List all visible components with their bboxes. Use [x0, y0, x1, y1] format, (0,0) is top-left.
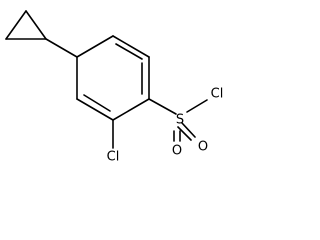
oxygen-lower-label: O	[172, 144, 182, 159]
cyclopropyl-group	[5, 10, 47, 40]
sulfur-oxygen-upper-bond-a	[177, 126, 192, 141]
ring-sulfur-bond	[148, 98, 177, 115]
ring-bond-2	[112, 35, 150, 58]
benzene-ring	[76, 35, 150, 121]
ring-double-bond-top	[115, 43, 143, 60]
oxygen-upper-label: O	[198, 140, 208, 155]
ring-double-bond-bottom-left	[83, 94, 111, 112]
chlorine-ring-label: Cl	[107, 150, 120, 165]
cyclopropyl-bond-top	[5, 10, 27, 40]
ring-bond-4	[112, 98, 150, 121]
sulfur-chlorine-bond	[186, 99, 208, 113]
ring-bond-5	[76, 98, 114, 121]
structure-diagram: Cl S Cl O O	[5, 10, 224, 165]
sulfur-label: S	[176, 113, 184, 128]
cyclopropyl-bond-right	[25, 10, 47, 40]
ring-bond-1	[76, 35, 114, 58]
chlorine-sulfonyl-label: Cl	[211, 87, 224, 102]
sulfur-oxygen-upper-bond-b	[181, 122, 196, 138]
cyclopropyl-benzene-bond	[45, 38, 78, 58]
